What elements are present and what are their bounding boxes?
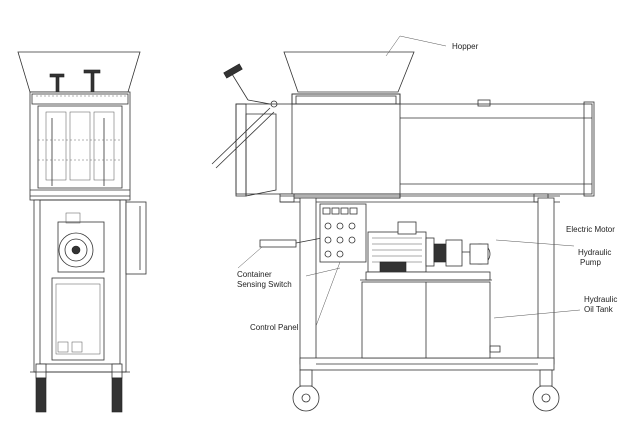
label-hydraulic-pump-2: Pump [580, 258, 601, 267]
label-container-sensing-switch-2: Sensing Switch [237, 280, 292, 289]
wheel-left [292, 369, 320, 412]
frame-leg-right [537, 197, 555, 365]
end-view-side-panel [125, 201, 147, 275]
side-view [211, 51, 595, 412]
end-view-motor [57, 212, 105, 273]
end-view-tank [51, 277, 105, 361]
end-view-wheel-right [111, 377, 123, 413]
hopper [283, 51, 415, 93]
leader-lines [237, 35, 581, 327]
label-electric-motor: Electric Motor [566, 225, 615, 234]
label-hydraulic-oil-tank-2: Oil Tank [584, 305, 614, 314]
label-hydraulic-pump-1: Hydraulic [578, 248, 611, 257]
label-container-sensing-switch-1: Container [237, 270, 272, 279]
control-panel [319, 203, 367, 263]
hydraulic-pump [433, 239, 491, 267]
container-sensing-switch [259, 239, 297, 248]
end-view-chamber [29, 91, 131, 201]
main-body [235, 103, 593, 195]
end-view-hopper [17, 51, 141, 93]
wheel-right [532, 369, 560, 412]
frame-leg-left [299, 197, 317, 365]
end-view [17, 51, 147, 413]
electric-motor [367, 221, 435, 273]
end-view-wheel-left [35, 377, 47, 413]
hydraulic-oil-tank [361, 281, 501, 359]
label-hopper: Hopper [452, 42, 479, 51]
lever-handle [223, 63, 278, 108]
label-control-panel: Control Panel [250, 323, 299, 332]
label-hydraulic-oil-tank-1: Hydraulic [584, 295, 617, 304]
